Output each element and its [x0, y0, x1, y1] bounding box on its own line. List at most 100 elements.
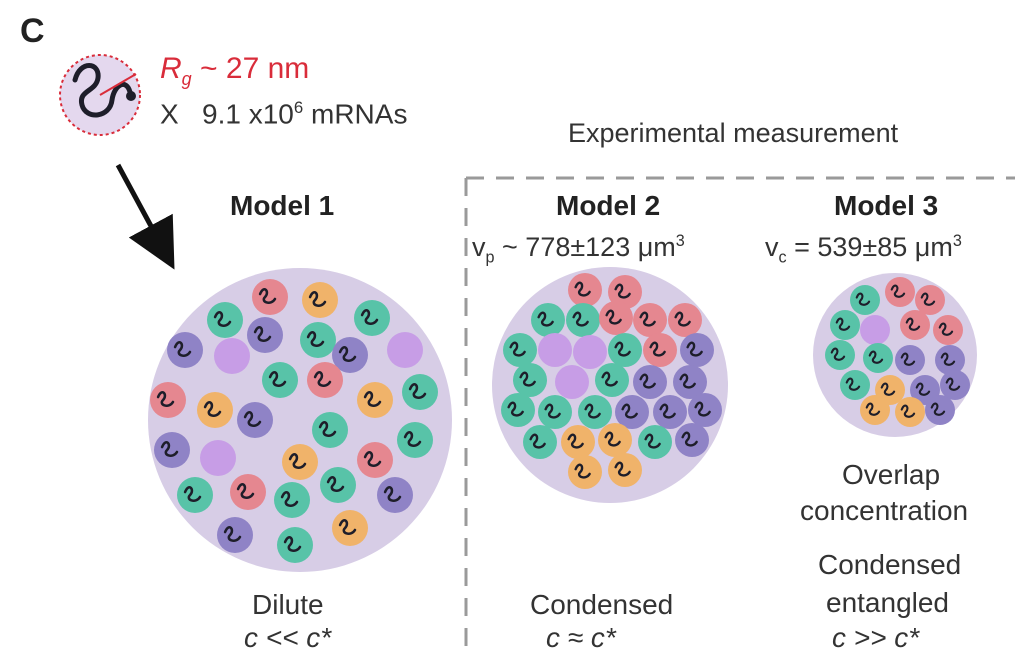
mrna-particle — [214, 338, 250, 374]
mrna-particle — [538, 395, 572, 429]
mrna-particle — [615, 395, 649, 429]
mrna-particle — [900, 310, 930, 340]
model2-state-label: Condensed — [530, 589, 674, 620]
rg-subscript: g — [181, 69, 192, 89]
experimental-region-border — [464, 176, 1015, 655]
mrna-particle — [357, 442, 393, 478]
mrna-particle — [555, 365, 589, 399]
mrna-particle — [933, 315, 963, 345]
mrna-particle — [595, 363, 629, 397]
rg-value: ~ 27 nm — [200, 52, 310, 85]
model1-state-label: Dilute — [252, 589, 324, 620]
mrna-particle — [863, 343, 893, 373]
single-mrna-icon — [59, 54, 141, 136]
multiply-symbol: X — [160, 98, 179, 130]
mrna-particle — [523, 425, 557, 459]
mrna-particle — [599, 301, 633, 335]
mrna-particle — [850, 285, 880, 315]
model1-mrna-particles — [150, 279, 438, 563]
mrna-particle — [387, 332, 423, 368]
mrna-particle — [377, 477, 413, 513]
mrna-particle — [608, 453, 642, 487]
panel-letter: C — [20, 12, 45, 50]
rg-symbol: R — [160, 52, 182, 85]
count-exponent: 6 — [293, 98, 304, 117]
mrna-particle — [573, 335, 607, 369]
mrna-particle — [538, 333, 572, 367]
mrna-particle — [935, 345, 965, 375]
model2-volume: vp ~ 778±123 μm3 — [472, 232, 685, 267]
mrna-particle — [200, 440, 236, 476]
model2-volume-exponent: 3 — [675, 232, 685, 250]
model2-volume-symbol: v — [472, 232, 486, 262]
mrna-particle — [167, 332, 203, 368]
mrna-particle — [643, 333, 677, 367]
model2-volume-value: ~ 778±123 μm — [502, 232, 676, 262]
mrna-particle — [688, 393, 722, 427]
model2-title: Model 2 — [556, 190, 661, 221]
mrna-particle — [860, 395, 890, 425]
mrna-particle — [307, 362, 343, 398]
mrna-particle — [566, 303, 600, 337]
mrna-particle — [668, 303, 702, 337]
mrna-particle — [513, 363, 547, 397]
mrna-particle — [402, 374, 438, 410]
mrna-particle — [277, 527, 313, 563]
mrna-particle — [895, 345, 925, 375]
mrna-particle — [940, 370, 970, 400]
model3-volume-exponent: 3 — [952, 232, 962, 250]
mrna-particle — [332, 337, 368, 373]
mrna-particle — [302, 282, 338, 318]
mrna-particle — [154, 432, 190, 468]
model3-volume-value: = 539±85 μm — [794, 232, 953, 262]
count-suffix: mRNAs — [303, 98, 408, 130]
mrna-particle — [252, 279, 288, 315]
mrna-count-label: X 9.1 x106 mRNAs — [160, 98, 407, 130]
mrna-particle — [332, 510, 368, 546]
mrna-particle — [274, 482, 310, 518]
experimental-measurement-label: Experimental measurement — [568, 118, 899, 148]
mrna-particle — [673, 365, 707, 399]
mrna-particle — [840, 370, 870, 400]
mrna-particle — [237, 402, 273, 438]
mrna-particle — [675, 423, 709, 457]
mrna-particle — [531, 303, 565, 337]
mrna-particle — [320, 467, 356, 503]
mrna-particle — [633, 365, 667, 399]
mrna-particle — [653, 395, 687, 429]
mrna-particle — [262, 362, 298, 398]
model3-concentration: c >> c* — [832, 622, 920, 653]
mrna-particle — [895, 397, 925, 427]
mrna-particle — [354, 300, 390, 336]
mrna-particle — [885, 277, 915, 307]
mrna-particle — [561, 425, 595, 459]
mrna-particle — [825, 340, 855, 370]
mrna-particle — [578, 395, 612, 429]
mrna-particle — [282, 444, 318, 480]
model2-volume-subscript: p — [485, 248, 495, 267]
mrna-particle — [207, 302, 243, 338]
mrna-particle — [608, 275, 642, 309]
model2-concentration: c ≈ c* — [546, 622, 616, 653]
mrna-particle — [503, 333, 537, 367]
model3-title: Model 3 — [834, 190, 939, 221]
mrna-particle — [197, 392, 233, 428]
mrna-particle — [830, 310, 860, 340]
mrna-particle — [357, 382, 393, 418]
model3-note-line1: Overlap — [842, 459, 941, 490]
mrna-particle — [150, 382, 186, 418]
model3-note-line2: concentration — [800, 495, 969, 526]
mrna-particle — [312, 412, 348, 448]
model3-volume: vc = 539±85 μm3 — [765, 232, 962, 267]
mrna-particle — [230, 474, 266, 510]
radius-of-gyration-label: Rg ~ 27 nm — [160, 52, 309, 90]
mrna-particle — [925, 395, 955, 425]
model3-mrna-particles — [825, 277, 970, 427]
mrna-particle — [247, 317, 283, 353]
model3-volume-symbol: v — [765, 232, 779, 262]
model3-volume-subscript: c — [778, 248, 787, 267]
mrna-particle — [177, 477, 213, 513]
mrna-particle — [217, 517, 253, 553]
mrna-particle — [915, 285, 945, 315]
model3-state-line1: Condensed — [818, 549, 962, 580]
